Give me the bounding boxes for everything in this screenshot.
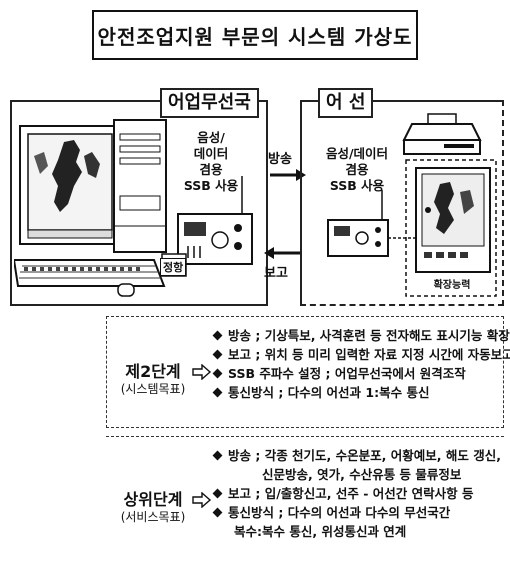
- diagram-title: 안전조업지원 부문의 시스템 가상도: [97, 24, 413, 49]
- diamond-bullet-icon: [212, 488, 223, 499]
- title-box: 안전조업지원 부문의 시스템 가상도: [92, 10, 418, 60]
- upper-stage-title: 상위단계: [123, 490, 183, 509]
- vessel-capability: 음성/데이터 겸용 SSB 사용: [312, 146, 402, 194]
- chart-display-icon: [415, 167, 491, 273]
- vessel-radio-icon: [327, 190, 416, 257]
- vessel-illustration: [327, 113, 497, 297]
- stack-line: SSB 사용: [329, 178, 385, 193]
- upper-stage-list: 방송 ; 각종 천기도, 수온분포, 어황예보, 해도 갱신, 신문방송, 엿가…: [212, 446, 501, 541]
- stack-line: 겸용: [199, 162, 223, 177]
- diamond-bullet-icon: [212, 368, 223, 379]
- diamond-bullet-icon: [212, 349, 223, 360]
- printer-icon: [402, 113, 482, 155]
- radio-transceiver-icon: [177, 176, 253, 265]
- list-item-continuation: 복수:복수 통신, 위성통신과 연계: [234, 524, 407, 539]
- station-label: 어업무선국: [160, 88, 259, 118]
- monitor-icon: [19, 125, 121, 245]
- station-panel: [10, 100, 268, 306]
- stage2-title: 제2단계: [125, 362, 181, 381]
- list-item-continuation: 신문방송, 엿가, 수산유통 등 물류정보: [262, 467, 462, 482]
- report-label: 보고: [264, 266, 288, 281]
- upper-stage-box: [106, 436, 504, 556]
- list-item: 보고 ; 입/출항신고, 선주 - 어선간 연락사항 등: [212, 484, 501, 503]
- stack-line: 겸용: [345, 162, 369, 177]
- station-tag: 정항: [160, 258, 187, 276]
- stack-line: 음성/데이터: [325, 146, 389, 161]
- keyboard-icon: [14, 259, 166, 287]
- computer-tower-icon: [113, 119, 167, 253]
- stack-line: 데이터: [193, 146, 229, 161]
- report-arrow: [264, 247, 300, 259]
- broadcast-label: 방송: [268, 152, 292, 167]
- stage2-subtitle: (시스템목표): [120, 382, 186, 396]
- stage2-arrow-icon: [192, 364, 212, 380]
- diamond-bullet-icon: [212, 387, 223, 398]
- diamond-bullet-icon: [212, 507, 223, 518]
- list-item: 통신방식 ; 다수의 어선과 1:복수 통신: [212, 383, 510, 402]
- list-item: 방송 ; 기상특보, 사격훈련 등 전자해도 표시기능 확장: [212, 326, 510, 345]
- expansion-caption: 확장능력: [433, 280, 471, 291]
- vessel-label: 어 선: [318, 88, 374, 118]
- upper-stage-subtitle: (서비스목표): [120, 510, 186, 524]
- diamond-bullet-icon: [212, 450, 223, 461]
- list-item: 통신방식 ; 다수의 어선과 다수의 무선국간: [212, 503, 501, 522]
- expansion-box: [405, 159, 497, 297]
- list-item: SSB 주파수 설정 ; 어업무선국에서 원격조작: [212, 364, 510, 383]
- mouse-icon: [117, 283, 135, 297]
- station-capability: 음성/ 데이터 겸용 SSB 사용: [178, 130, 244, 194]
- list-item: 보고 ; 위치 등 미리 입력한 자료 지정 시간에 자동보고: [212, 345, 510, 364]
- vessel-panel: [300, 100, 504, 306]
- stage2-box: [106, 316, 504, 428]
- list-item: 방송 ; 각종 천기도, 수온분포, 어황예보, 해도 갱신,: [212, 446, 501, 465]
- upper-stage-arrow-icon: [192, 492, 212, 508]
- stack-line: SSB 사용: [183, 178, 239, 193]
- stage2-list: 방송 ; 기상특보, 사격훈련 등 전자해도 표시기능 확장 보고 ; 위치 등…: [212, 326, 510, 402]
- diamond-bullet-icon: [212, 330, 223, 341]
- stack-line: 음성/: [197, 130, 225, 145]
